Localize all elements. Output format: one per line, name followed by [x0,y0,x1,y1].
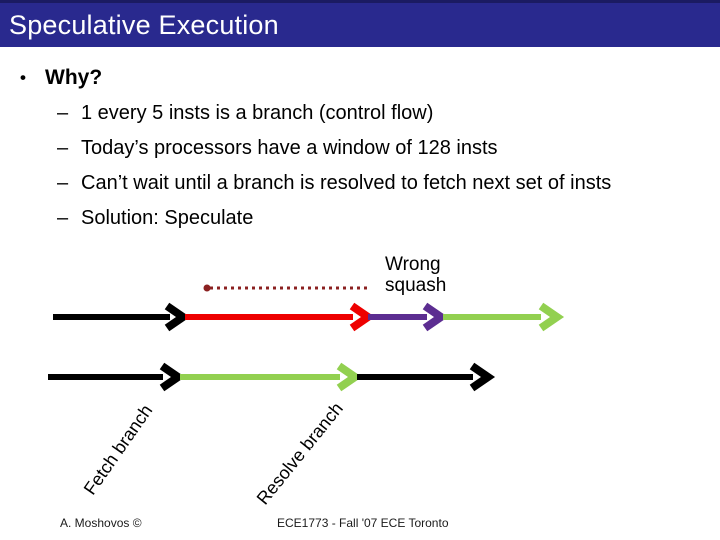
row1-green-arrowhead-icon [538,302,565,332]
squash-span-start-dot [203,284,211,292]
sub-bullet-text: Can’t wait until a branch is resolved to… [81,172,612,194]
footer-course: ECE1773 - Fall '07 ECE Toronto [277,516,449,530]
footer-author: A. Moshovos © [60,516,142,530]
page-title: Speculative Execution [9,9,279,40]
sub-bullet-text: Solution: Speculate [81,207,254,229]
wrong-squash-line2: squash [385,275,447,296]
row2-black-arrowhead-icon [159,362,186,392]
bullet-icon: • [20,68,26,87]
dash-icon: – [57,137,69,159]
sub-bullet-row: – 1 every 5 insts is a branch (control f… [20,100,700,127]
bullet-list: • Why? – 1 every 5 insts is a branch (co… [0,47,720,240]
sub-bullet-row: – Can’t wait until a branch is resolved … [20,170,700,197]
wrong-squash-label: Wrong squash [385,254,446,296]
row2-black2-arrowhead-icon [469,362,496,392]
dash-icon: – [57,172,69,194]
sub-bullet-row: – Today’s processors have a window of 12… [20,135,700,162]
sub-bullet-text: Today’s processors have a window of 128 … [81,137,498,159]
slide-title-bar: Speculative Execution [0,0,720,47]
row1-red-arrowhead-icon [349,302,376,332]
main-bullet-row: • Why? [20,64,700,91]
row1-black-arrowhead-icon [164,302,191,332]
row2-green-arrowhead-icon [336,362,363,392]
main-bullet-text: Why? [45,66,103,89]
sub-bullet-text: 1 every 5 insts is a branch (control flo… [81,102,434,124]
sub-bullet-row: – Solution: Speculate [20,205,700,232]
wrong-squash-line1: Wrong [385,254,441,275]
row1-purple-arrowhead-icon [422,302,449,332]
dash-icon: – [57,207,69,229]
dash-icon: – [57,102,69,124]
